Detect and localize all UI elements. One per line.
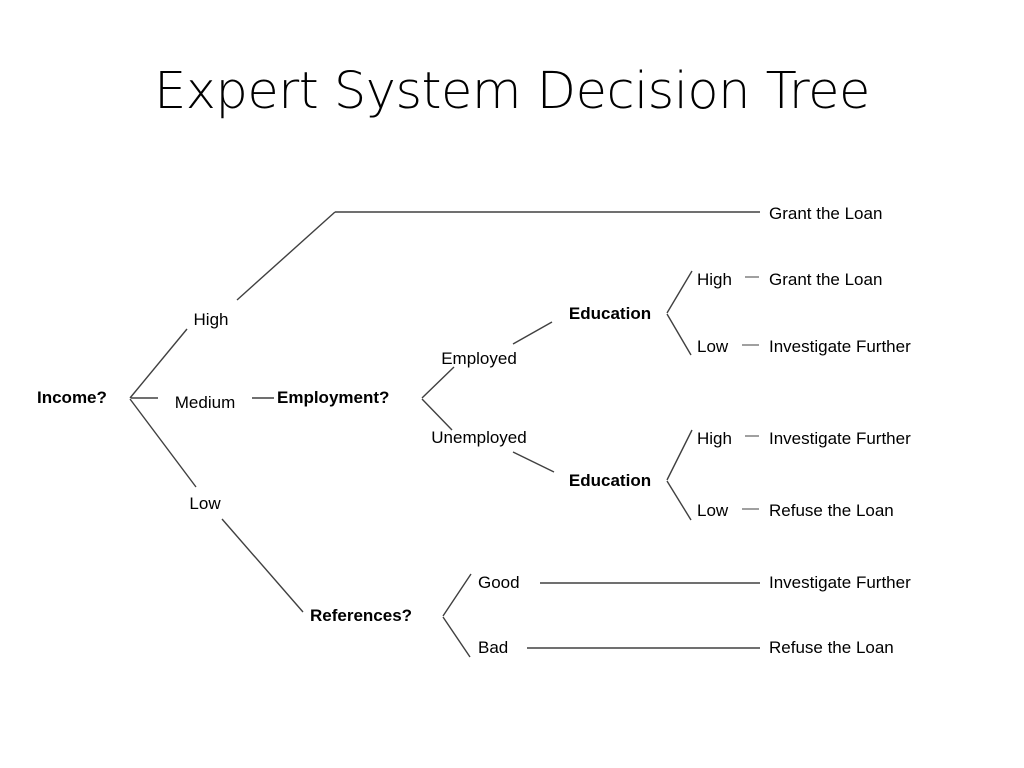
dash-education1-low [742,344,759,346]
branch-label-references-bad: Bad [478,638,509,657]
edge-education1-high [666,270,693,314]
branch-label-employed: Employed [441,349,517,368]
branch-label-education1-high: High [697,270,732,289]
edge-education2-low [666,480,692,521]
edge-references-good [442,573,472,617]
branch-label-references-good: Good [478,573,520,592]
dash-education1-high [745,276,759,278]
page-title: Expert System Decision Tree [154,62,870,121]
branch-label-education2-high: High [697,429,732,448]
outcome-references-bad: Refuse the Loan [769,638,894,657]
edge-employed-education [512,321,553,345]
edge-income-low-upper [129,398,197,488]
edge-references-bad [442,616,471,658]
outcome-employed-high-education: Grant the Loan [769,270,883,289]
edge-unemployed-education [512,451,555,473]
node-employment[interactable]: Employment? [277,388,390,407]
edge-income-high-lower [129,328,188,399]
outcome-high-income: Grant the Loan [769,204,883,223]
node-education-employed[interactable]: Education [568,304,652,323]
branch-label-income-low: Low [189,494,221,513]
outcome-references-good: Investigate Further [769,573,911,592]
dash-education2-low [742,508,759,510]
edge-education1-low [666,313,692,356]
branch-label-unemployed: Unemployed [431,428,527,447]
branch-label-education1-low: Low [697,337,729,356]
node-education-unemployed[interactable]: Education [568,471,652,490]
outcome-unemployed-high-education: Investigate Further [769,429,911,448]
branch-label-income-high: High [193,310,229,329]
node-income[interactable]: Income? [37,388,107,407]
branch-label-education2-low: Low [697,501,729,520]
dash-education2-high [745,435,759,437]
edge-income-high-upper [236,211,336,301]
outcome-unemployed-low-education: Refuse the Loan [769,501,894,520]
outcome-employed-low-education: Investigate Further [769,337,911,356]
edge-employment-unemployed [421,398,453,431]
edge-education2-high [666,429,693,481]
branch-label-income-medium: Medium [174,393,236,412]
node-references[interactable]: References? [310,606,413,625]
edge-income-low-lower [221,518,304,613]
edge-employment-employed [421,366,455,399]
